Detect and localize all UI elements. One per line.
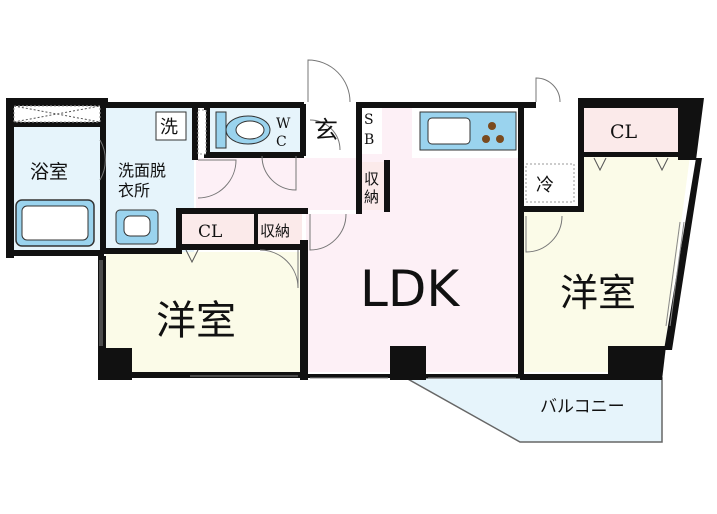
wall-ldk-right [518, 206, 524, 378]
storage-hall-fill [360, 162, 386, 210]
western-right-fill [524, 156, 690, 372]
wall-wc-left [204, 104, 210, 156]
stove-burner-1 [488, 122, 496, 130]
label-wc-c: C [276, 134, 287, 150]
stove-burner-2 [482, 135, 490, 143]
label-cl-right: CL [610, 121, 638, 143]
wall-bottom-right [520, 374, 616, 380]
wall-bottom-left [130, 372, 306, 378]
wall-cl-right-bottom [584, 152, 680, 157]
wall-bath-top [10, 122, 102, 127]
label-western-left: 洋室 [156, 298, 236, 344]
wall-bottom-ldk [306, 374, 526, 378]
door-western-right [525, 215, 563, 253]
door-entrance [307, 59, 351, 103]
stove-burner-3 [496, 135, 504, 143]
wash-basin-inner [123, 215, 151, 237]
wall-top-left [6, 98, 108, 106]
wall-cl-left [176, 208, 182, 248]
label-sb-b: B [364, 132, 374, 148]
label-wc-w: W [276, 116, 291, 132]
label-entrance: 玄 [314, 116, 338, 144]
toilet-bowl-inner [235, 120, 265, 140]
western-left-fill [106, 252, 302, 372]
door-ldk [309, 213, 347, 251]
door-western-left [259, 249, 299, 289]
wall-cl-right-left [578, 104, 584, 212]
label-washroom-1: 洗面脱 [118, 161, 166, 180]
wall-hall-store-right [384, 160, 390, 212]
door-kitchen-top [535, 77, 561, 103]
wall-bath-bottom [6, 250, 104, 256]
wall-hall-bottom [176, 208, 308, 214]
wall-top-right [356, 102, 536, 108]
label-storage-hall-1: 収 [364, 170, 379, 188]
label-washer: 洗 [160, 117, 178, 138]
cl-left-fill [182, 214, 256, 246]
wall-entrance-right [356, 104, 362, 214]
label-fridge: 冷 [536, 175, 554, 196]
sb-fill [360, 106, 382, 154]
door-bath [99, 139, 106, 181]
wall-top-far-right [578, 98, 704, 160]
washer-box [155, 111, 187, 141]
kitchen-sink [427, 117, 471, 145]
window-right-slant [669, 221, 685, 327]
wall-kitchen-right [518, 104, 524, 214]
label-cl-left: CL [198, 222, 222, 242]
wall-cl-bottom [176, 244, 306, 250]
balcony-fill [406, 378, 662, 442]
wall-wc-right [300, 104, 306, 156]
cl-right-fill [584, 106, 680, 154]
wall-wash-right [192, 104, 198, 160]
ldk-fill [306, 106, 520, 372]
label-western-right: 洋室 [560, 271, 636, 315]
label-storage-hall-2: 納 [364, 188, 379, 206]
wall-corner-br [608, 346, 666, 380]
door-wc [261, 155, 297, 191]
wall-wash-bottom [104, 248, 182, 254]
wall-fridge-bottom [518, 206, 582, 212]
bathtub-inner [21, 205, 89, 241]
fridge-fill [525, 163, 575, 203]
label-ldk: LDK [360, 260, 460, 318]
wall-left-bath [6, 98, 14, 258]
entrance-fill [306, 106, 358, 158]
label-washroom-2: 衣所 [118, 181, 150, 200]
label-sb-s: S [364, 112, 374, 128]
wall-corner-bl [98, 348, 132, 380]
wall-cl-divider [254, 212, 258, 246]
pipe-space [197, 109, 207, 155]
door-entrance-inner [309, 119, 341, 151]
wall-bath-wash [100, 104, 106, 254]
door-wash [197, 159, 237, 199]
label-balcony: バルコニー [540, 397, 625, 417]
wall-bottom-pillar [300, 240, 308, 380]
toilet-tank [215, 111, 227, 149]
label-storage-small: 収納 [260, 222, 290, 240]
label-bath: 浴室 [30, 161, 68, 183]
wall-wc-bottom [204, 152, 304, 158]
storage-small-fill [258, 214, 302, 246]
